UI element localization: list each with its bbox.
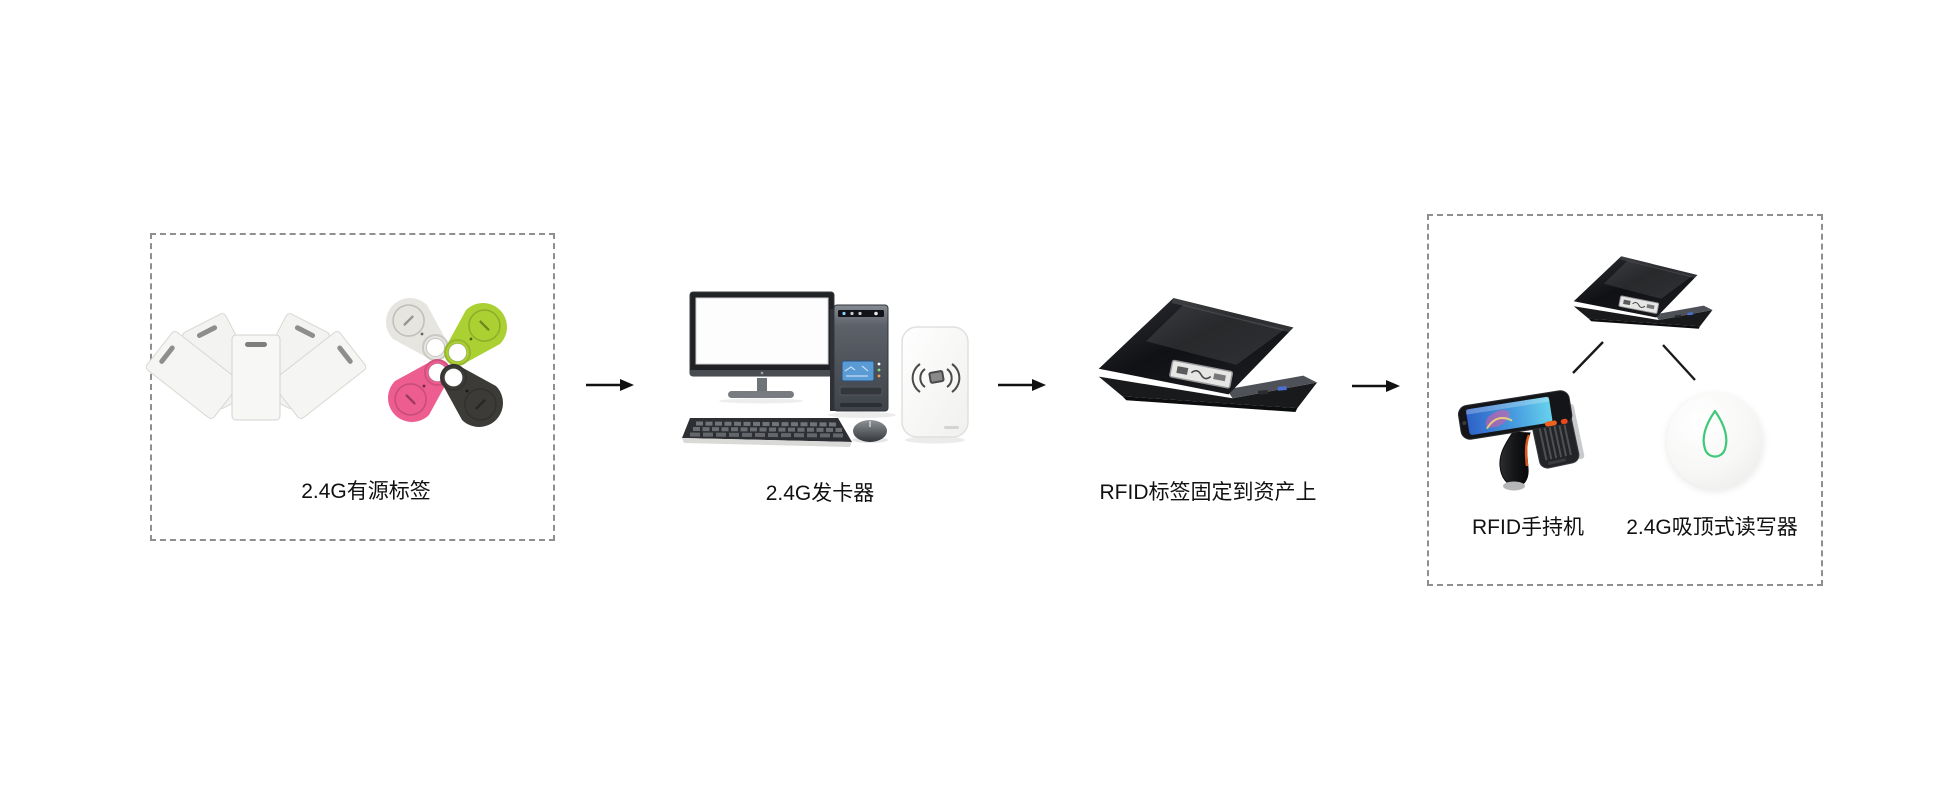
card-issuer-illustration <box>682 291 969 447</box>
connector-lines <box>1572 341 1696 381</box>
ceiling-reader-illustration <box>1667 393 1763 489</box>
rfid-signal-icon <box>911 363 961 393</box>
ceiling-reader-label: 2.4G吸顶式读写器 <box>1626 516 1798 539</box>
handheld-grip <box>1499 431 1531 491</box>
asset-laptop-illustration <box>1097 297 1318 413</box>
keyboard <box>682 418 852 447</box>
computer-tower <box>828 304 896 418</box>
handheld-orange-button <box>1544 420 1557 427</box>
handheld-reader-illustration <box>1457 390 1585 491</box>
rfid-card <box>145 313 367 421</box>
connector-line-right <box>1662 344 1696 381</box>
reader-laptop-illustration <box>1573 255 1713 330</box>
flow-arrow-3 <box>1352 380 1400 392</box>
active-tags-group-box <box>150 233 555 541</box>
mouse <box>852 420 888 443</box>
desktop-monitor <box>689 291 835 404</box>
keyfob-tags-illustration <box>374 286 519 439</box>
card-issuer-label: 2.4G发卡器 <box>765 482 875 505</box>
white-card-reader <box>901 326 969 444</box>
flow-arrow-2 <box>998 379 1046 391</box>
handheld-phone <box>1457 390 1573 440</box>
active-tags-label: 2.4G有源标签 <box>301 480 431 503</box>
white-rfid-card-fan-illustration <box>145 313 367 421</box>
handheld-reader-label: RFID手持机 <box>1472 516 1584 539</box>
ceiling-reader-ring-icon <box>1702 409 1728 458</box>
connector-line-left <box>1572 341 1604 374</box>
flow-arrow-1 <box>586 379 634 391</box>
asset-tagging-label: RFID标签固定到资产上 <box>1099 481 1317 504</box>
reading-devices-group-box <box>1427 214 1823 586</box>
